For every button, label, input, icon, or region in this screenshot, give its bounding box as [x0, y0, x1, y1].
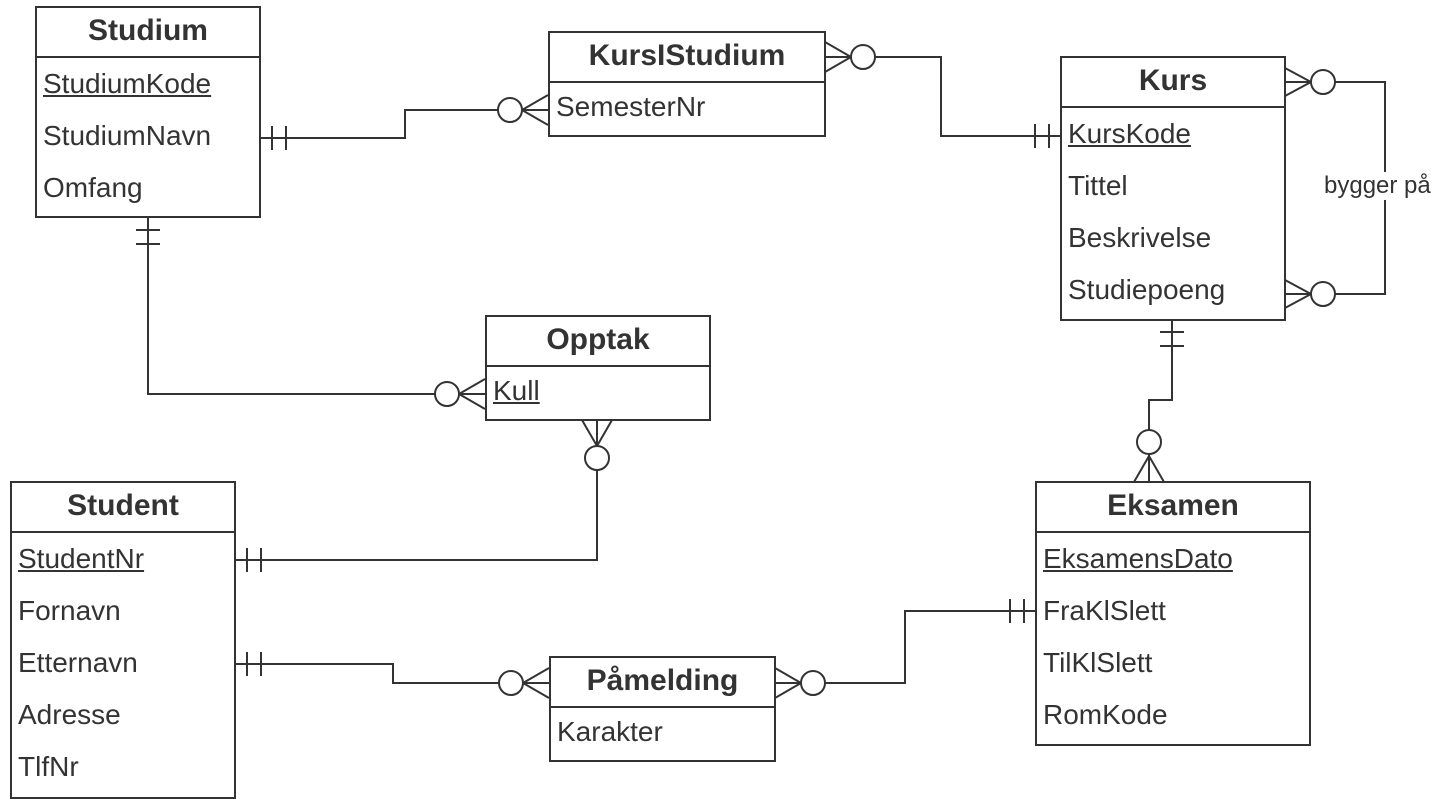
entity-kurs[interactable]: Kurs KursKode Tittel Beskrivelse Studiep… [1060, 56, 1286, 321]
attribute: Etternavn [18, 647, 138, 678]
attribute: TlfNr [18, 751, 79, 782]
relation-pamelding-eksamen [774, 599, 1035, 699]
entity-eksamen[interactable]: Eksamen EksamensDato FraKlSlett TilKlSle… [1035, 481, 1311, 746]
relation-label-bygger-pa: bygger på [1322, 172, 1433, 200]
relation-studium-kursistudium [260, 94, 549, 150]
entity-title: Student [12, 483, 234, 533]
attribute: Karakter [557, 716, 663, 747]
attribute-primary-key: StudentNr [18, 543, 145, 574]
entity-title: Studium [37, 8, 259, 58]
attribute: Studiepoeng [1068, 274, 1226, 305]
attribute: Adresse [18, 699, 121, 730]
entity-studium[interactable]: Studium StudiumKode StudiumNavn Omfang [35, 6, 261, 218]
attribute-primary-key: Kull [493, 375, 540, 406]
attribute-primary-key: EksamensDato [1043, 543, 1233, 574]
relation-kurs-eksamen [1133, 320, 1184, 483]
attribute: Tittel [1068, 170, 1128, 201]
attribute-primary-key: StudiumKode [43, 68, 212, 99]
entity-pamelding[interactable]: Påmelding Karakter [549, 656, 776, 762]
attribute: SemesterNr [556, 91, 706, 122]
attribute: Omfang [43, 172, 143, 203]
attribute: StudiumNavn [43, 120, 212, 151]
relation-opptak-student [235, 419, 613, 572]
entity-student[interactable]: Student StudentNr Fornavn Etternavn Adre… [10, 481, 236, 799]
attribute: Beskrivelse [1068, 222, 1212, 253]
entity-kursistudium[interactable]: KursIStudium SemesterNr [548, 31, 826, 137]
attribute-primary-key: KursKode [1068, 118, 1191, 149]
relation-student-pamelding [235, 652, 550, 699]
relation-studium-opptak [136, 217, 486, 410]
entity-title: Påmelding [551, 658, 774, 708]
relation-kursistudium-kurs [824, 41, 1060, 148]
entity-title: Eksamen [1037, 483, 1309, 533]
entity-opptak[interactable]: Opptak Kull [485, 315, 711, 421]
attribute: FraKlSlett [1043, 595, 1166, 626]
entity-title: Kurs [1062, 58, 1284, 108]
attribute: Fornavn [18, 595, 121, 626]
entity-title: KursIStudium [550, 33, 824, 83]
attribute: RomKode [1043, 699, 1168, 730]
entity-title: Opptak [487, 317, 709, 367]
attribute: TilKlSlett [1043, 647, 1153, 678]
